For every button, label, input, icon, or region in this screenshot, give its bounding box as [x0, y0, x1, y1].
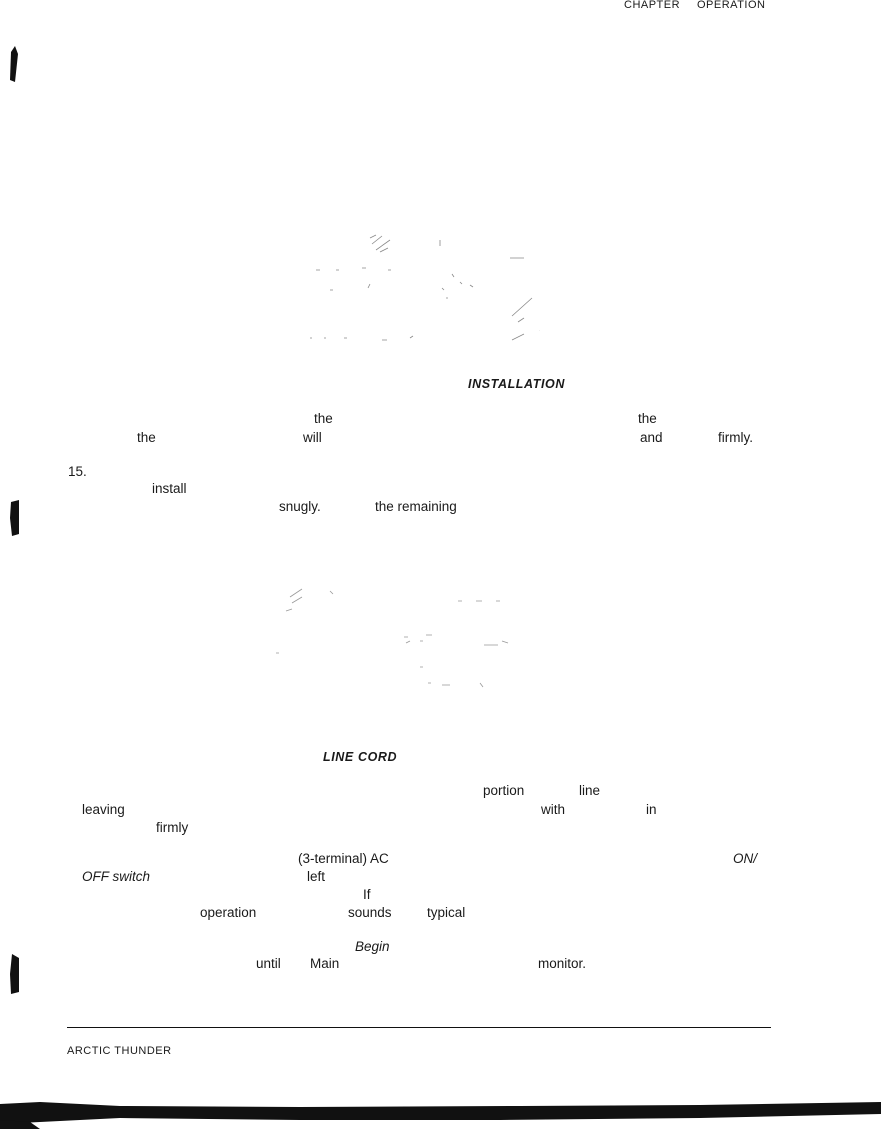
para4-word: monitor. [538, 956, 587, 971]
scan-bottom-edge [0, 1098, 881, 1129]
para4-word: typical [427, 905, 466, 920]
para4-word: Begin [355, 939, 390, 954]
para4-word: until [256, 956, 281, 971]
figure-installation-image [300, 230, 540, 350]
para1-word: will [303, 430, 322, 445]
running-header-chapter: CHAPTER [624, 0, 681, 11]
para4-word: If [363, 887, 371, 902]
para2-word: install [152, 481, 187, 496]
para3-word: with [541, 802, 566, 817]
running-header-section: OPERATION [697, 0, 766, 11]
para3-word: firmly [156, 820, 189, 835]
para1-word: the [137, 430, 156, 445]
para4-word: left [307, 869, 326, 884]
para1-word: and [640, 430, 663, 445]
figure-caption-line-cord: LINE CORD [323, 750, 398, 764]
figure-line-cord-image [270, 585, 540, 700]
para1-word: the [314, 411, 333, 426]
footer-rule [67, 1027, 771, 1028]
para3-word: line [579, 783, 601, 798]
para1-word: the [638, 411, 657, 426]
binding-hole-mark [6, 46, 20, 87]
para2-number: 15. [68, 464, 87, 479]
para4-word: (3-terminal) AC [298, 851, 389, 866]
para2-word: the remaining [375, 499, 457, 514]
para1-word: firmly. [718, 430, 753, 445]
para4-word: ON/ [733, 851, 758, 866]
para4-word: sounds [348, 905, 392, 920]
binding-hole-mark [7, 500, 21, 541]
binding-hole-mark [7, 954, 21, 999]
para3-word: in [646, 802, 657, 817]
para4-word: OFF switch [82, 869, 151, 884]
para3-word: portion [483, 783, 525, 798]
para2-word: snugly. [279, 499, 321, 514]
footer-product-name: ARCTIC THUNDER [67, 1045, 172, 1057]
para4-word: Main [310, 956, 340, 971]
para4-word: operation [200, 905, 257, 920]
figure-caption-installation: INSTALLATION [468, 377, 566, 391]
para3-word: leaving [82, 802, 125, 817]
